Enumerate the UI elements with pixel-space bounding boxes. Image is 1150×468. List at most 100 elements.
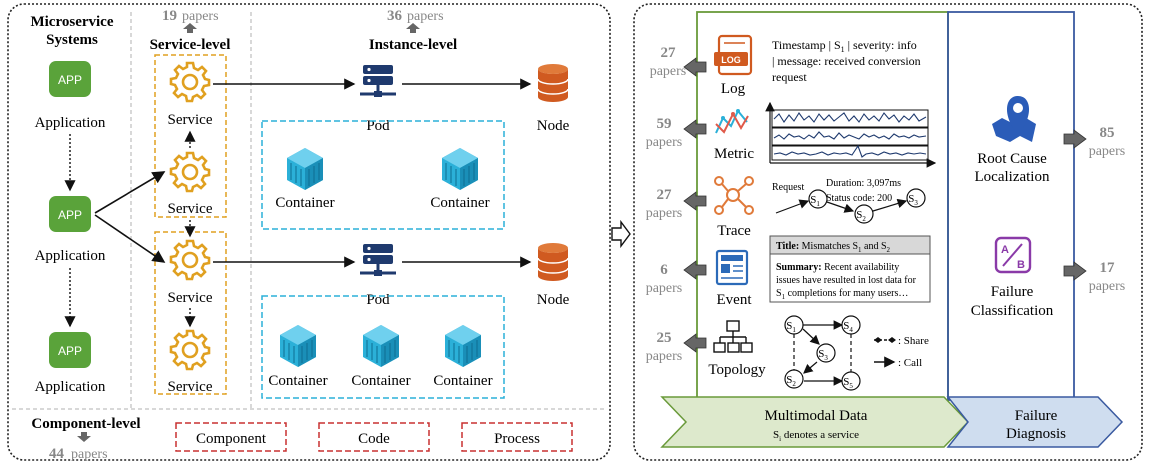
service-level-title: Service-level [150,37,231,53]
app-to-service-arrow [94,214,166,263]
multimodal-banner-title: Multimodal Data [765,408,868,424]
diagnosis-banner-line2: Diagnosis [1006,426,1066,442]
pod-label: Pod [366,118,390,134]
service-label: Service [168,112,213,128]
container-icon [286,147,324,191]
svg-text:S2: S2 [786,374,796,388]
log-sample-line3: request [772,70,807,84]
trace-request-label: Request [772,182,804,193]
code-box [318,422,430,452]
modality-unit: papers [646,206,683,221]
gear-icon [169,151,211,193]
modality-label: Log [721,81,746,97]
svg-text:S1: S1 [810,194,820,208]
trace-diagram: Request Duration: 3,097ms Status code: 2… [772,178,926,224]
app-badge: APP [58,73,82,87]
node-label: Node [537,292,570,308]
ab-test-icon [994,236,1032,274]
modality-unit: papers [646,281,683,296]
app-to-service-arrow [94,171,166,214]
component-box [175,422,287,452]
topology-diagram: S1 S4 S3 S2 S5 : Share : Call [784,315,929,391]
container-group [261,120,505,230]
modality-count: 25 [657,330,672,346]
container-label: Container [430,195,489,211]
component-label: Component [196,431,267,447]
event-icon [715,249,749,286]
instance-level-count: 36 [387,8,403,24]
flow-arrow-icon [611,219,631,249]
diagnosis-frame [947,11,1075,401]
container-group [261,295,505,399]
component-level-unit: papers [71,447,108,462]
container-icon [441,147,479,191]
task-unit: papers [1089,279,1126,294]
up-arrow-icon [406,23,420,33]
node-database-icon [537,63,569,103]
service-label: Service [168,201,213,217]
modality-count: 27 [661,45,677,61]
svg-text:S3: S3 [818,348,828,362]
svg-text:issues have resulted in lost d: issues have resulted in lost data for [776,275,917,286]
left-panel [7,3,611,461]
paper-arrow-icon [683,119,707,139]
trace-status-label: Status code: 200 [826,193,892,204]
modality-unit: papers [646,135,683,150]
application-label: Application [35,115,106,131]
event-card: Title: Mismatches S1 and S2 Summary: Rec… [769,235,931,303]
ab-icon-b: B [1017,259,1025,271]
up-arrow-icon [183,23,197,33]
task-label: Localization [975,169,1050,185]
down-arrow-icon [77,432,91,442]
result-arrow-icon [1063,261,1087,281]
modality-count: 27 [657,187,673,203]
diagnosis-banner [946,396,1124,448]
svg-text:S1 completions for many users…: S1 completions for many users… [776,288,908,301]
instance-level-unit: papers [407,9,444,24]
result-arrow-icon [1063,129,1087,149]
modality-label: Topology [708,362,766,378]
task-label: Root Cause [977,151,1047,167]
log-sample-line1: Timestamp | S1 | severity: info [772,38,917,54]
service-label: Service [168,379,213,395]
call-legend-label: : Call [898,357,922,369]
modality-count: 59 [657,116,672,132]
modality-count: 6 [660,262,668,278]
service-level-count: 19 [162,8,177,24]
svg-text:S3: S3 [908,193,918,207]
task-count: 17 [1100,260,1116,276]
service-box [154,54,227,218]
right-panel [633,3,1143,461]
component-level-count: 44 [49,446,65,462]
application-label: Application [35,248,106,264]
paper-arrow-icon [683,260,707,280]
gear-icon [169,239,211,281]
paper-arrow-icon [683,191,707,211]
modality-unit: papers [650,64,687,79]
pod-server-icon [358,242,398,278]
process-label: Process [494,431,540,447]
trace-duration-label: Duration: 3,097ms [826,178,901,189]
svg-text:Summary: Recent availability: Summary: Recent availability [776,262,899,273]
systems-title-2: Systems [46,32,98,48]
service-level-unit: papers [182,9,219,24]
svg-text:S2: S2 [856,209,866,223]
service-label: Service [168,290,213,306]
task-label: Classification [971,303,1054,319]
instance-level-title: Instance-level [369,37,457,53]
modality-unit: papers [646,349,683,364]
code-label: Code [358,431,390,447]
log-icon-text: LOG [721,55,741,65]
paper-arrow-icon [683,333,707,353]
app-badge: APP [58,208,82,222]
location-map-icon [992,96,1036,142]
metric-icon [715,109,749,134]
systems-title: Microservice [30,14,113,30]
component-level-title: Component-level [31,416,140,432]
svg-text:Title: Mismatches S1 and S2: Title: Mismatches S1 and S2 [776,241,891,254]
process-box [461,422,573,452]
gear-icon [169,61,211,103]
task-label: Failure [991,284,1034,300]
container-label: Container [351,373,410,389]
svg-text:S1: S1 [786,320,796,334]
